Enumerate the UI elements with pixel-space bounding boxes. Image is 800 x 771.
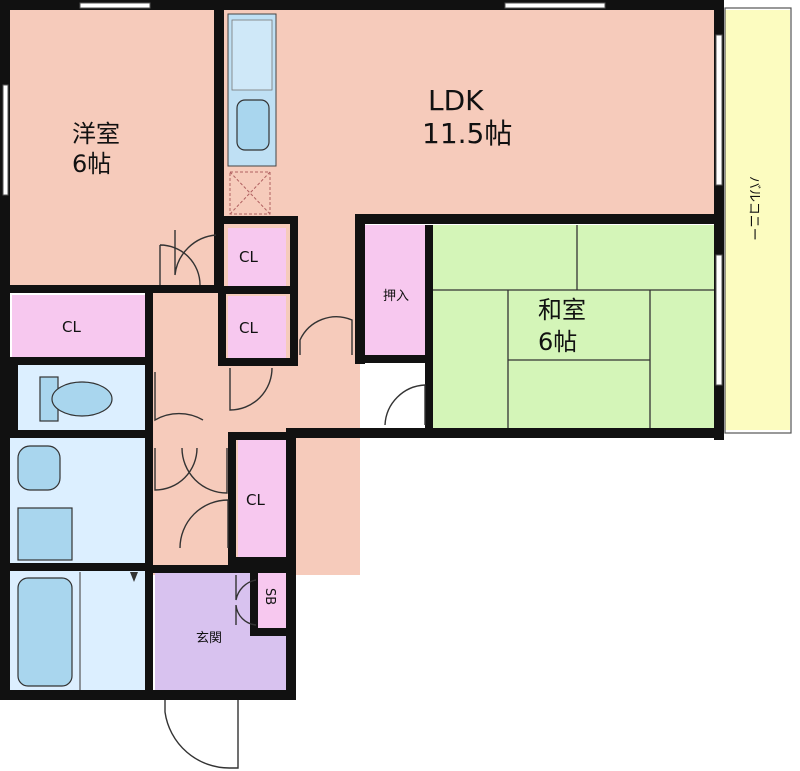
western-room-size: 6帖 xyxy=(72,150,111,178)
room-labels: 洋室 6帖 LDK 11.5帖 和室 6帖 CL CL CL CL 押入 玄関 … xyxy=(62,84,761,646)
ldk-area xyxy=(220,8,720,220)
oshiire-area xyxy=(365,225,427,355)
fridge-space xyxy=(229,171,271,215)
closet-west xyxy=(12,295,147,357)
oshiire-label: 押入 xyxy=(383,289,409,304)
western-room-name: 洋室 xyxy=(72,120,120,148)
hall-area-2 xyxy=(290,220,360,435)
ldk-name: LDK xyxy=(428,84,484,117)
closet-west-label: CL xyxy=(62,318,81,336)
closet-upper xyxy=(228,228,286,286)
toilet-bowl xyxy=(51,381,113,417)
closet-middle-label: CL xyxy=(239,319,258,337)
entrance-label: 玄関 xyxy=(196,631,222,646)
closet-hall xyxy=(238,440,288,560)
balcony-label: バルコニー xyxy=(746,176,761,241)
washing-machine-pan xyxy=(17,507,73,561)
bathtub xyxy=(17,577,73,687)
doors xyxy=(154,230,426,769)
japanese-room-name: 和室 xyxy=(538,296,586,324)
window-west-wall xyxy=(2,84,9,196)
kitchen-stove-top xyxy=(231,19,273,91)
window-balcony-frame xyxy=(724,7,792,434)
shoebox-label: SB xyxy=(262,588,277,605)
wash-basin xyxy=(17,445,61,491)
tatami-lines xyxy=(432,225,717,430)
ldk-size: 11.5帖 xyxy=(422,117,512,150)
japanese-room-area xyxy=(432,225,717,430)
window-top-west xyxy=(79,2,151,9)
closet-middle xyxy=(228,296,286,358)
japanese-room-size: 6帖 xyxy=(538,328,577,356)
window-japanese-balcony xyxy=(715,254,723,386)
window-ldk-balcony xyxy=(715,34,723,186)
closet-hall-label: CL xyxy=(246,491,265,509)
closet-upper-label: CL xyxy=(239,248,258,266)
shoebox-area xyxy=(258,572,286,632)
walls xyxy=(0,0,724,700)
kitchen-sink xyxy=(236,99,270,151)
balcony-area xyxy=(725,10,790,430)
window-top-ldk xyxy=(504,2,606,9)
